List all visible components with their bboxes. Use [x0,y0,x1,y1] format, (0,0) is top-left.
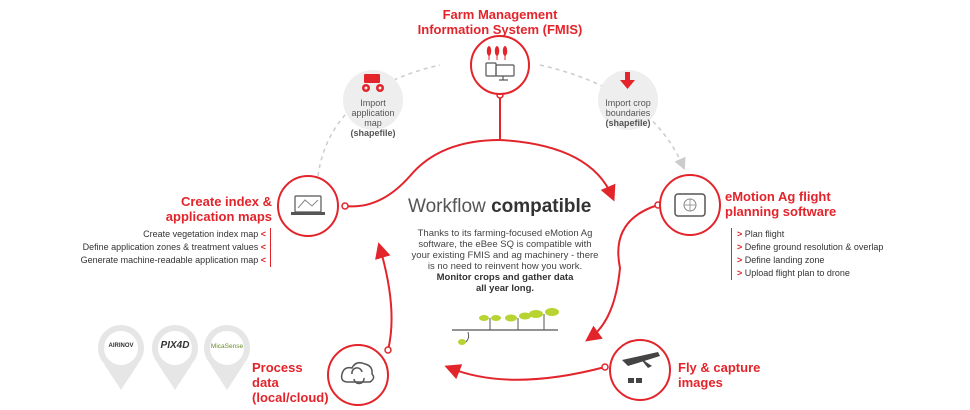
micasense-logo: MicaSense [210,343,244,350]
logo-pin-micasense [204,325,250,390]
arc-index-to-fmis [344,139,501,208]
list-item: Define application zones & treatment val… [82,242,266,252]
arc-fly-to-process [444,364,606,381]
fly-title: Fly & capture images [678,360,761,390]
cloud-sync-icon [340,361,375,385]
import-map-node [343,70,403,130]
fly-node [609,339,671,401]
process-node [327,344,389,406]
logo-pin-pix4d [152,325,198,390]
list-item: Generate machine-readable application ma… [80,255,266,265]
emotion-list: > Plan flight > Define ground resolution… [731,228,937,280]
list-item: > Define ground resolution & overlap [737,242,884,252]
fmis-title: Farm Management Information System (FMIS… [417,7,583,37]
create-index-title: Create index & application maps [165,194,272,224]
import-map-caption: Import application map (shapefile) [350,98,396,138]
logo-pin-airinov [98,325,144,390]
airinov-logo: AIRINOV [108,343,134,349]
tractor-icon [362,74,384,92]
seedlings-illustration [452,308,559,345]
emotion-node [659,174,721,236]
import-crop-caption: Import crop boundaries (shapefile) [605,98,651,128]
list-item: Create vegetation index map < [143,229,266,239]
create-index-list: Create vegetation index map < Define app… [40,228,271,267]
arrow-down-icon [620,72,635,89]
process-title: Process data (local/cloud) [252,360,329,405]
workflow-title: Workflow compatible [408,196,592,217]
wheat-icon [486,46,508,60]
tablet-icon [674,193,706,217]
arc-emotion-to-fly [585,204,659,342]
arc-fmis-to-emotion [499,95,616,202]
list-item: > Upload flight plan to drone [737,268,850,278]
list-item: > Plan flight [737,229,785,239]
import-crop-node [598,70,658,130]
crops-icon [628,378,642,383]
arc-process-to-index [375,242,393,351]
emotion-title: eMotion Ag flight planning software [725,189,837,219]
center-description: Thanks to its farming-focused eMotion Ag… [411,228,599,294]
laptop-map-icon [291,195,325,215]
pix4d-logo: PIX4D [160,340,190,351]
fmis-node [470,35,530,95]
create-index-node [277,175,339,237]
drone-icon [622,352,660,368]
devices-icon [485,62,515,81]
list-item: > Define landing zone [737,255,825,265]
